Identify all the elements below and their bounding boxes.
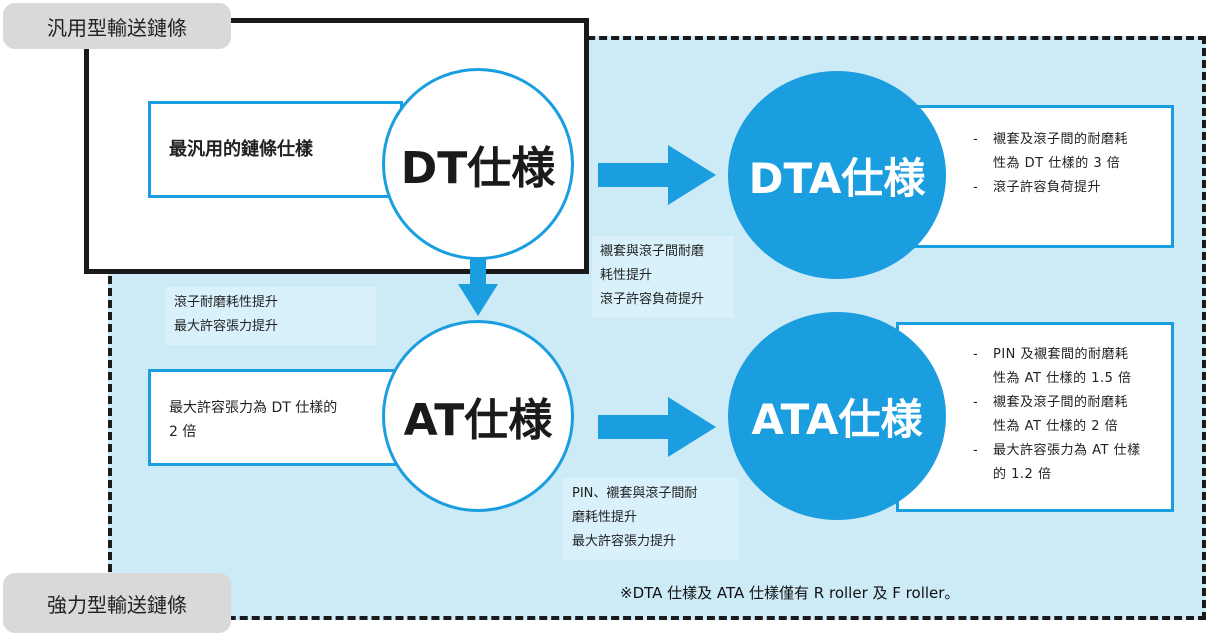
dt-to-at-note: 滾子耐磨耗性提升 最大許容張力提升 (166, 287, 376, 345)
note-line: 滾子許容負荷提升 (600, 292, 705, 307)
general-chain-label: 汎用型輸送鏈條 (3, 3, 231, 49)
ata-spec-item: 性為 AT 仕樣的 2 倍 (993, 419, 1119, 434)
dt-to-dta-arrow (598, 145, 716, 205)
note-line: 襯套與滾子間耐磨 (600, 244, 705, 259)
at-to-ata-arrow (598, 397, 716, 457)
note-line: PIN、襯套與滾子間耐 (572, 486, 698, 501)
at-description-line-1: 最大許容張力為 DT 仕樣的 (169, 400, 338, 416)
at-to-ata-note: PIN、襯套與滾子間耐 磨耗性提升 最大許容張力提升 (562, 478, 738, 560)
ata-spec-item: 性為 AT 仕樣的 1.5 倍 (993, 371, 1132, 386)
footnote: ※DTA 仕樣及 ATA 仕樣僅有 R roller 及 F roller。 (620, 584, 960, 602)
ata-spec-node: ATA仕様 (728, 312, 946, 520)
dta-spec-node: DTA仕様 (728, 71, 946, 279)
note-line: 磨耗性提升 (572, 510, 638, 525)
at-description-line-2: 2 倍 (169, 424, 197, 440)
dta-description-box: -襯套及滾子間的耐磨耗 性為 DT 仕樣的 3 倍 -滾子許容負荷提升 (896, 105, 1174, 248)
note-line: 耗性提升 (600, 268, 653, 283)
dt-to-at-arrow (458, 254, 498, 316)
ata-spec-item: 的 1.2 倍 (993, 467, 1052, 482)
dt-description-box: 最汎用的鏈條仕樣 (148, 101, 403, 198)
dta-spec-item: 性為 DT 仕樣的 3 倍 (993, 156, 1121, 171)
at-spec-node: AT仕様 (382, 320, 574, 512)
strong-chain-label: 強力型輸送鏈條 (3, 573, 231, 633)
at-description-box: 最大許容張力為 DT 仕樣的 2 倍 (148, 369, 403, 466)
ata-spec-item: -PIN 及襯套間的耐磨耗 (973, 347, 1129, 362)
note-line: 最大許容張力提升 (174, 319, 279, 334)
ata-spec-item: -襯套及滾子間的耐磨耗 (973, 395, 1129, 410)
dt-to-dta-note: 襯套與滾子間耐磨 耗性提升 滾子許容負荷提升 (592, 236, 734, 318)
ata-spec-item: -最大許容張力為 AT 仕樣 (973, 443, 1141, 458)
dta-spec-item: -滾子許容負荷提升 (973, 180, 1102, 195)
dt-description-text: 最汎用的鏈條仕樣 (169, 138, 313, 160)
dta-spec-item: -襯套及滾子間的耐磨耗 (973, 132, 1129, 147)
note-line: 滾子耐磨耗性提升 (174, 295, 279, 310)
note-line: 最大許容張力提升 (572, 534, 677, 549)
dt-spec-node: DT仕様 (382, 68, 574, 260)
